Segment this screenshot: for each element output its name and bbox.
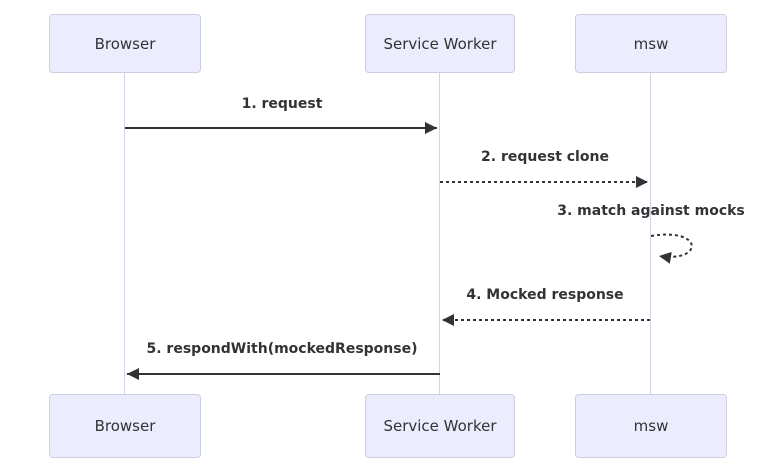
actor-box-browser-bottom: Browser bbox=[49, 394, 201, 458]
actor-box-service-worker-top: Service Worker bbox=[365, 14, 515, 73]
actor-box-msw-top: msw bbox=[575, 14, 727, 73]
actor-label-msw-top: msw bbox=[633, 34, 669, 53]
actor-label-service-worker-bottom: Service Worker bbox=[383, 417, 497, 435]
message-label-request-clone: 2. request clone bbox=[481, 149, 609, 165]
message-label-mocked-response: 4. Mocked response bbox=[466, 287, 624, 303]
message-label-match-against-mocks: 3. match against mocks bbox=[557, 203, 745, 219]
actor-label-msw-bottom: msw bbox=[633, 417, 669, 435]
message-label-request: 1. request bbox=[241, 96, 323, 112]
lifeline-browser bbox=[124, 73, 125, 394]
lifeline-msw bbox=[650, 73, 651, 394]
actor-box-msw-bottom: msw bbox=[575, 394, 727, 458]
message-label-respondwith: 5. respondWith(mockedResponse) bbox=[146, 341, 418, 357]
arrow-match-against-mocks-self-loop bbox=[650, 233, 693, 264]
lifeline-service-worker bbox=[439, 73, 440, 394]
actor-label-browser-bottom: Browser bbox=[94, 417, 156, 435]
actor-label-browser-top: Browser bbox=[94, 34, 156, 53]
actor-box-browser-top: Browser bbox=[49, 14, 201, 73]
actor-box-service-worker-bottom: Service Worker bbox=[365, 394, 515, 458]
actor-label-service-worker-top: Service Worker bbox=[383, 34, 497, 53]
